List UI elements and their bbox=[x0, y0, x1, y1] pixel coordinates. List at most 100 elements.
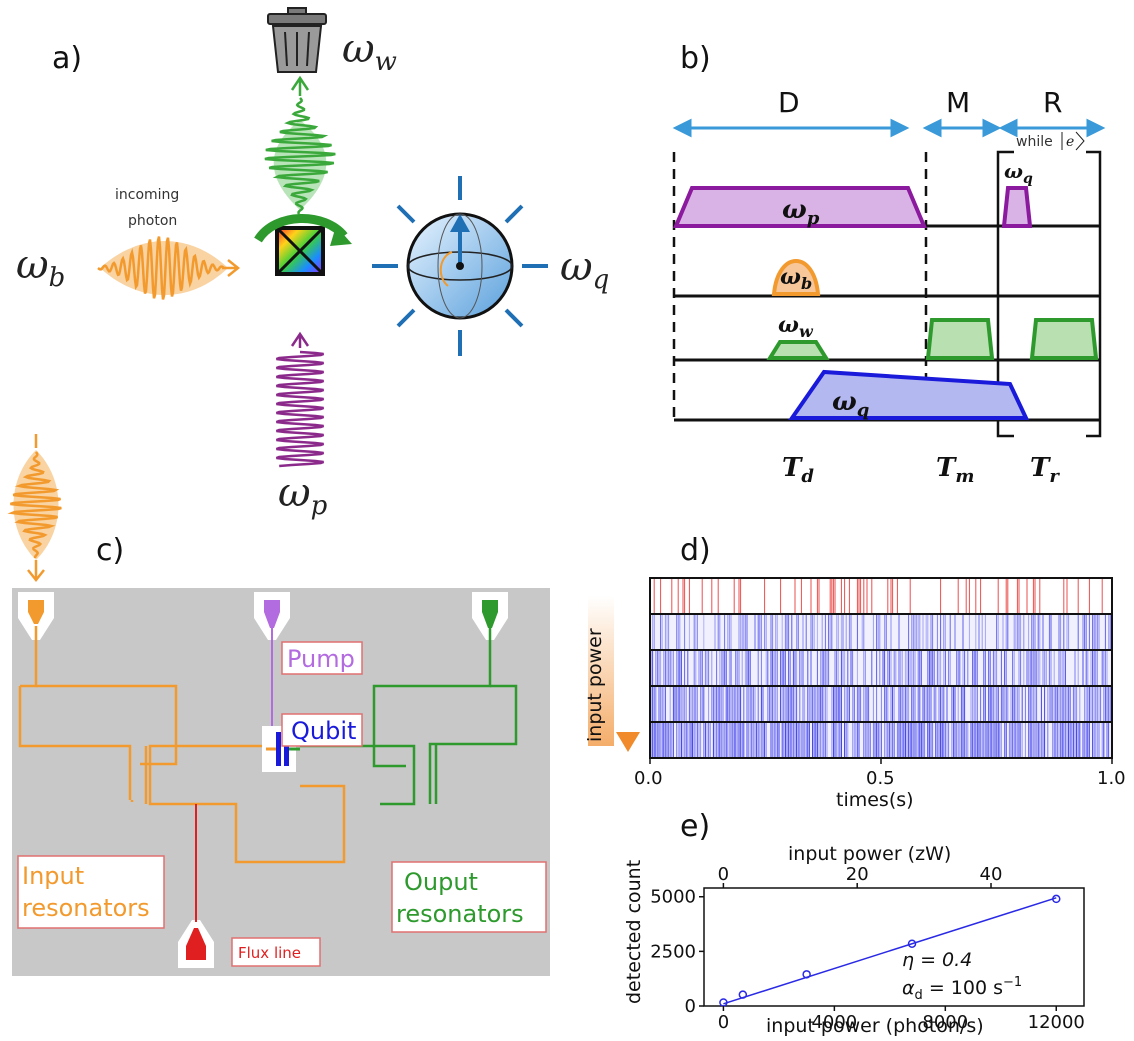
output-bond-pad bbox=[472, 592, 508, 640]
raster-row bbox=[649, 577, 1113, 615]
panel-b-label: b) bbox=[680, 41, 711, 76]
panel-d: d) input power 0.0 0.5 1.0 times(s) bbox=[584, 533, 1126, 811]
input-resonators-box bbox=[17, 855, 165, 929]
pump-label-box bbox=[281, 641, 363, 675]
power-arrow-head bbox=[616, 732, 640, 752]
waste-pulse-drive bbox=[766, 340, 830, 360]
output-resonators-line2: resonators bbox=[396, 900, 524, 928]
output-resonators-line1: Ouput bbox=[404, 868, 478, 896]
eta-annotation: η = 0.4 bbox=[902, 949, 972, 971]
panel-e-plot: 0 4000 8000 12000 0 2500 5000 0 20 40 bbox=[650, 864, 1085, 1033]
panel-d-ylabel: input power bbox=[584, 628, 606, 742]
x-tick-label: 8000 bbox=[922, 1012, 968, 1033]
input-bond-pad bbox=[18, 592, 54, 640]
readout-qubit-pulse bbox=[1001, 186, 1033, 228]
stage-r-label: R bbox=[1043, 86, 1062, 119]
panel-e-label: e) bbox=[680, 809, 710, 844]
trash-icon bbox=[267, 7, 327, 73]
panel-d-xaxis: 0.0 0.5 1.0 times(s) bbox=[634, 758, 1126, 811]
x2-tick-label: 0 bbox=[718, 864, 729, 885]
qubit-pulse bbox=[788, 369, 1030, 420]
flux-bond-pad bbox=[178, 920, 214, 968]
data-point bbox=[1052, 894, 1061, 904]
alpha-annotation: αd = 100 s−1 bbox=[902, 975, 1022, 1003]
tr-label: Tr bbox=[1030, 453, 1060, 487]
power-gradient-arrow bbox=[588, 596, 614, 746]
panel-d-label: d) bbox=[680, 533, 711, 568]
panel-e: e) input power (zW) 0 4000 8000 12000 0 2500 5… bbox=[623, 809, 1085, 1037]
mixer-element bbox=[254, 214, 352, 276]
panel-d-xtick-2: 1.0 bbox=[1097, 768, 1126, 789]
output-resonators-box bbox=[391, 861, 547, 933]
panel-a: a) ωw ωb incoming photon bbox=[7, 7, 609, 583]
pump-bond-pad bbox=[254, 592, 290, 640]
omega-p-label: ωp bbox=[278, 470, 328, 521]
input-resonators-line1: Input bbox=[22, 862, 84, 890]
fit-line bbox=[723, 897, 1057, 1005]
flux-label: Flux line bbox=[238, 944, 301, 962]
pump-label: Pump bbox=[287, 645, 355, 673]
x-tick-label: 0 bbox=[718, 1012, 729, 1033]
pump-pulse-label: ωp bbox=[782, 195, 820, 229]
raster-row bbox=[649, 685, 1113, 723]
x-tick-label: 12000 bbox=[1028, 1012, 1085, 1033]
data-point bbox=[907, 939, 917, 948]
readout-bracket bbox=[996, 150, 1102, 438]
stage-m-label: M bbox=[946, 86, 970, 119]
ket-e: e bbox=[1061, 131, 1085, 151]
photon-pulse bbox=[771, 259, 821, 296]
y-tick-label: 2500 bbox=[650, 941, 696, 962]
panel-e-top-label: input power (zW) bbox=[788, 843, 951, 865]
panel-a-label: a) bbox=[52, 41, 82, 76]
green-wavepacket bbox=[264, 75, 336, 215]
x2-tick-label: 40 bbox=[980, 864, 1003, 885]
flux-label-box bbox=[231, 937, 321, 967]
panel-c-label: c) bbox=[96, 533, 124, 568]
x-tick-label: 4000 bbox=[811, 1012, 857, 1033]
orange-wavepacket bbox=[97, 236, 241, 300]
panel-e-xlabel: input power (photon/s) bbox=[766, 1015, 984, 1037]
raster-row bbox=[649, 613, 1113, 651]
raster-row bbox=[649, 649, 1113, 687]
incoming-photon-line2: photon bbox=[128, 213, 177, 229]
panel-d-xtick-1: 0.5 bbox=[866, 768, 895, 789]
tm-label: Tm bbox=[936, 453, 974, 487]
panel-e-frame bbox=[703, 887, 1085, 1007]
raster-row bbox=[649, 721, 1113, 759]
while-label: while bbox=[1016, 134, 1053, 150]
omega-w-label: ωw bbox=[342, 26, 397, 77]
omega-b-label: ωb bbox=[16, 242, 65, 293]
panel-c: c) bbox=[12, 533, 550, 976]
qubit-pulse-label: ωq bbox=[832, 387, 869, 421]
y-tick-label: 5000 bbox=[650, 887, 696, 908]
panel-d-xtick-0: 0.0 bbox=[634, 768, 663, 789]
data-point bbox=[738, 990, 748, 999]
omega-q-label: ωq bbox=[560, 244, 609, 295]
data-point bbox=[802, 970, 811, 979]
incoming-photon-line1: incoming bbox=[115, 187, 179, 203]
waste-pulse-label: ωw bbox=[778, 312, 814, 341]
readout-qubit-label: ωq bbox=[1004, 159, 1033, 187]
output-resonator-traces bbox=[300, 626, 518, 806]
purple-pump-wave bbox=[275, 331, 325, 468]
panel-b: b) D M R while e bbox=[672, 41, 1106, 487]
input-resonator-traces bbox=[18, 626, 346, 864]
panel-e-ylabel: detected count bbox=[623, 860, 645, 1004]
photon-pulse-label: ωb bbox=[780, 264, 812, 293]
bloch-sphere-icon bbox=[372, 176, 548, 356]
waste-pulse-measure bbox=[925, 318, 995, 360]
photon-raster-plot bbox=[649, 577, 1113, 759]
td-label: Td bbox=[782, 453, 814, 487]
pump-pulse bbox=[672, 186, 928, 228]
y-tick-label: 0 bbox=[685, 996, 696, 1017]
raster-row-background bbox=[650, 578, 1112, 614]
orange-wavepacket-vertical bbox=[7, 434, 62, 583]
qubit-label: Qubit bbox=[291, 717, 356, 745]
input-resonators-line2: resonators bbox=[22, 894, 150, 922]
panel-d-xlabel: times(s) bbox=[836, 789, 914, 811]
stage-arrows bbox=[672, 118, 1106, 138]
qubit-label-box bbox=[281, 713, 363, 747]
svg-text:e: e bbox=[1066, 134, 1074, 150]
x2-tick-label: 20 bbox=[846, 864, 869, 885]
